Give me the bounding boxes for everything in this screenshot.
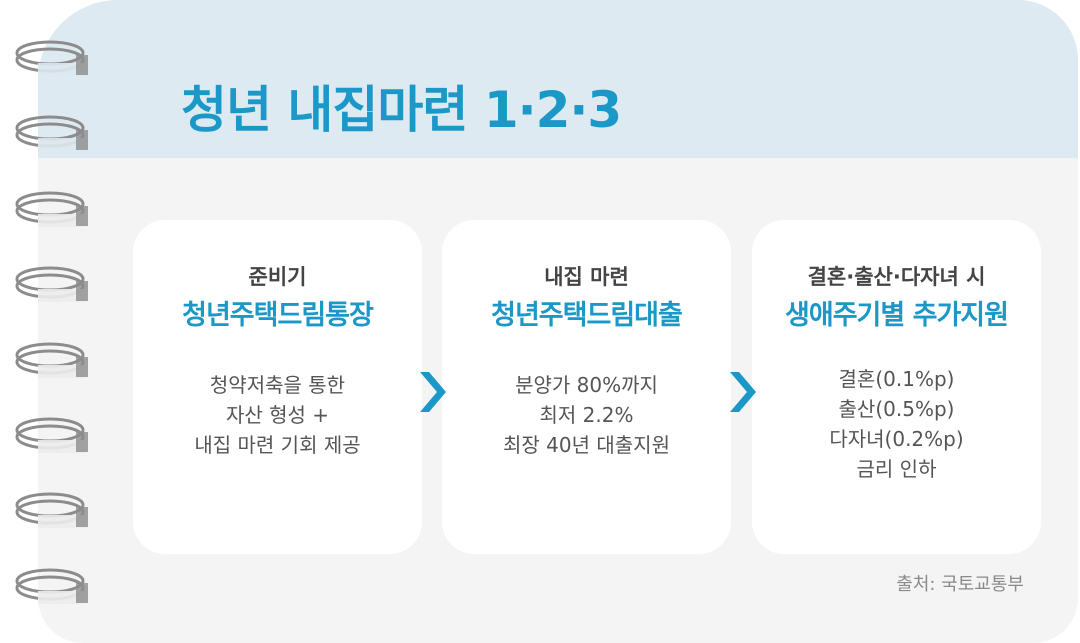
card-stage: 결혼·출산·다자녀 시	[807, 265, 986, 289]
spiral-ring-icon	[15, 492, 88, 528]
spiral-ring-icon	[15, 40, 88, 76]
spiral-ring-icon	[15, 266, 88, 302]
desc-line: 출산(0.5%p)	[838, 397, 955, 421]
desc-line: 최저 2.2%	[539, 403, 634, 427]
desc-line: 분양가 80%까지	[515, 373, 658, 397]
desc-line: 최장 40년 대출지원	[503, 433, 670, 457]
desc-line: 자산 형성 +	[225, 403, 330, 427]
card-home-purchase: 내집 마련 청년주택드림대출 분양가 80%까지 최저 2.2% 최장 40년 …	[442, 220, 731, 554]
source-note: 출처: 국토교통부	[896, 574, 1024, 595]
notebook-page: 청년 내집마련 1·2·3 준비기 청년주택드림통장 청약저축을 통한 자산 형…	[38, 0, 1078, 643]
spiral-ring-icon	[15, 417, 88, 453]
chevron-right-icon	[730, 372, 756, 412]
desc-line: 결혼(0.1%p)	[838, 367, 955, 391]
card-description: 분양가 80%까지 최저 2.2% 최장 40년 대출지원	[442, 370, 731, 460]
chevron-right-icon	[420, 372, 446, 412]
card-product: 생애주기별 추가지원	[785, 300, 1009, 331]
card-product: 청년주택드림대출	[491, 300, 683, 331]
card-description: 결혼(0.1%p) 출산(0.5%p) 다자녀(0.2%p) 금리 인하	[752, 364, 1041, 484]
card-stage: 준비기	[248, 265, 307, 289]
page-title: 청년 내집마련 1·2·3	[181, 81, 622, 139]
spiral-ring-icon	[15, 115, 88, 151]
card-preparation: 준비기 청년주택드림통장 청약저축을 통한 자산 형성 + 내집 마련 기회 제…	[133, 220, 422, 554]
header-band	[38, 0, 1078, 158]
spiral-ring-icon	[15, 568, 88, 604]
card-stage: 내집 마련	[544, 265, 629, 289]
card-product: 청년주택드림통장	[182, 300, 374, 331]
spiral-ring-icon	[15, 191, 88, 227]
desc-line: 내집 마련 기회 제공	[194, 433, 361, 457]
desc-line: 다자녀(0.2%p)	[829, 427, 964, 451]
desc-line: 청약저축을 통한	[209, 373, 346, 397]
card-lifecycle-support: 결혼·출산·다자녀 시 생애주기별 추가지원 결혼(0.1%p) 출산(0.5%…	[752, 220, 1041, 554]
card-description: 청약저축을 통한 자산 형성 + 내집 마련 기회 제공	[133, 370, 422, 460]
spiral-ring-icon	[15, 342, 88, 378]
desc-line: 금리 인하	[856, 457, 937, 481]
